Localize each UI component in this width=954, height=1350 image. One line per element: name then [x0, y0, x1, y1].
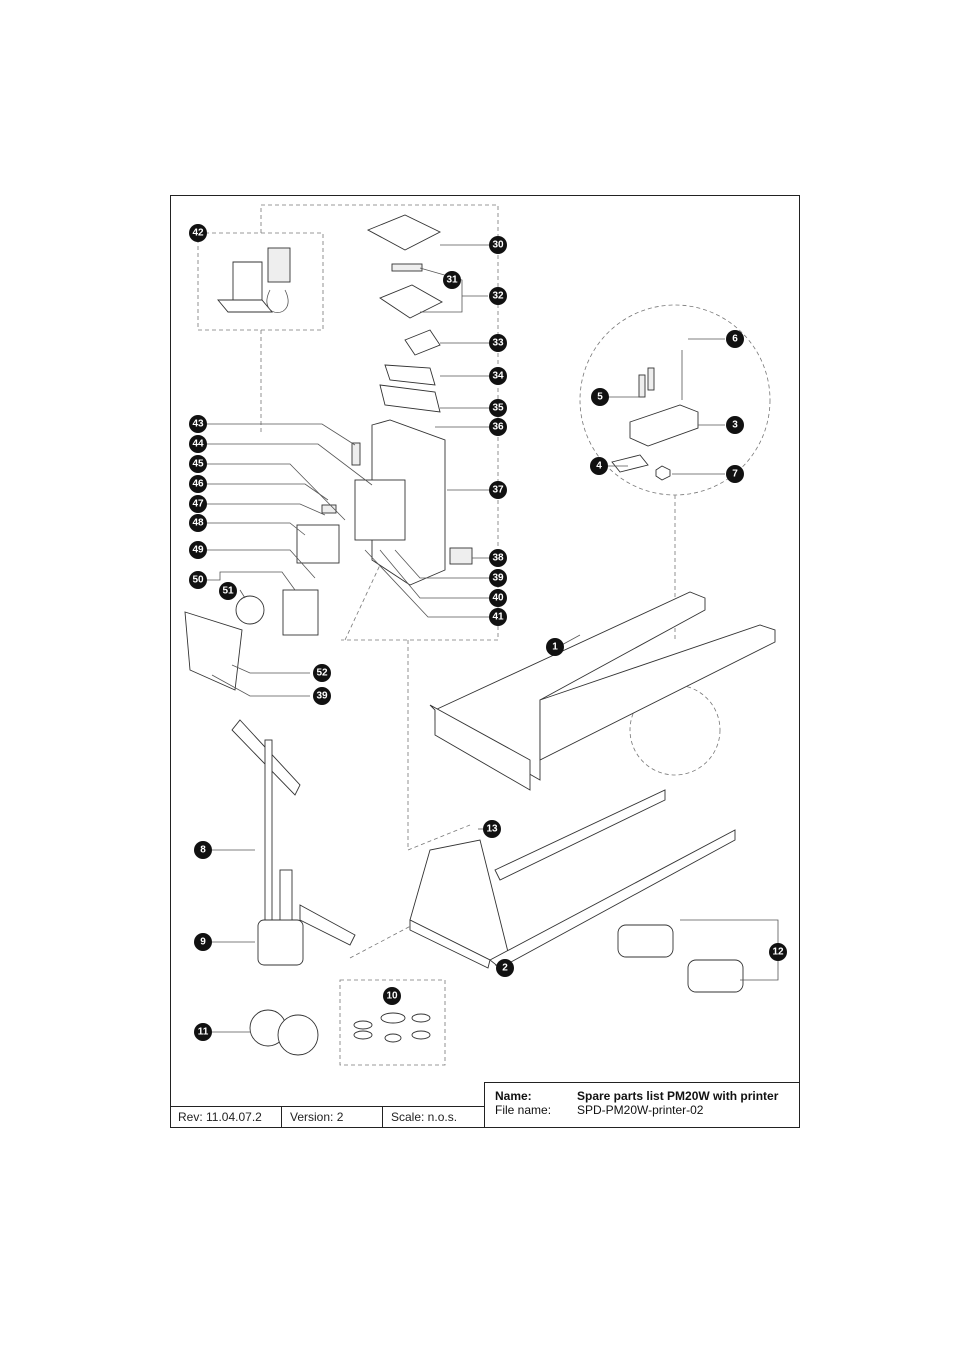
svg-text:13: 13	[486, 824, 498, 835]
callout-52: 52	[313, 664, 331, 682]
svg-text:10: 10	[386, 991, 398, 1002]
svg-text:37: 37	[492, 485, 504, 496]
callout-43: 43	[189, 415, 207, 433]
callout-7: 7	[726, 465, 744, 483]
svg-text:44: 44	[192, 439, 204, 450]
display-stack-illustration	[351, 214, 473, 586]
callout-30: 30	[489, 236, 507, 254]
callout-48: 48	[189, 514, 207, 532]
svg-text:2: 2	[502, 963, 508, 974]
callout-31: 31	[443, 271, 461, 289]
callout-12: 12	[769, 943, 787, 961]
svg-text:38: 38	[492, 553, 504, 564]
callout-42: 42	[189, 224, 207, 242]
load-wheels-illustration	[617, 924, 744, 993]
name-value: Spare parts list PM20W with printer	[577, 1089, 779, 1103]
callout-49: 49	[189, 541, 207, 559]
svg-text:31: 31	[446, 275, 458, 286]
svg-text:45: 45	[192, 459, 204, 470]
callout-36: 36	[489, 418, 507, 436]
svg-text:42: 42	[192, 228, 204, 239]
svg-text:3: 3	[732, 420, 738, 431]
svg-text:11: 11	[198, 1027, 209, 1038]
callout-40: 40	[489, 589, 507, 607]
svg-text:39: 39	[316, 691, 328, 702]
svg-text:48: 48	[192, 518, 204, 529]
svg-text:1: 1	[552, 642, 558, 653]
printer-module-illustration	[184, 504, 340, 691]
callout-33: 33	[489, 334, 507, 352]
callout-5: 5	[591, 388, 609, 406]
assembly-guides	[197, 204, 771, 1066]
svg-text:34: 34	[492, 371, 504, 382]
svg-text:7: 7	[732, 469, 738, 480]
callout-6: 6	[726, 330, 744, 348]
svg-text:39: 39	[492, 573, 504, 584]
load-cell-illustration	[611, 350, 699, 481]
svg-text:33: 33	[492, 338, 504, 349]
seal-kit-illustration	[353, 1012, 431, 1043]
callout-35: 35	[489, 399, 507, 417]
callout-32: 32	[489, 287, 507, 305]
version-field: Version: 2	[282, 1107, 383, 1128]
callout-10: 10	[383, 987, 401, 1005]
callout-9: 9	[194, 933, 212, 951]
handle-illustration	[231, 719, 356, 1056]
file-name-label: File name:	[495, 1103, 552, 1117]
svg-text:52: 52	[316, 668, 328, 679]
callout-13: 13	[483, 820, 501, 838]
svg-text:41: 41	[492, 612, 504, 623]
callout-45: 45	[189, 455, 207, 473]
callout-39-bottom: 39	[313, 687, 331, 705]
fork-frame-illustration	[429, 591, 776, 791]
svg-text:32: 32	[492, 291, 504, 302]
callout-50: 50	[189, 571, 207, 589]
callout-37: 37	[489, 481, 507, 499]
callout-46: 46	[189, 475, 207, 493]
svg-text:12: 12	[772, 947, 784, 958]
callout-38: 38	[489, 549, 507, 567]
svg-text:6: 6	[732, 334, 738, 345]
callout-3: 3	[726, 416, 744, 434]
callout-2: 2	[496, 959, 514, 977]
callout-11: 11	[194, 1023, 212, 1041]
title-row-divider	[170, 1106, 485, 1107]
callout-47: 47	[189, 495, 207, 513]
svg-text:51: 51	[222, 586, 234, 597]
callout-4: 4	[590, 457, 608, 475]
name-label: Name:	[495, 1089, 532, 1103]
svg-text:46: 46	[192, 479, 204, 490]
file-name-value: SPD-PM20W-printer-02	[577, 1103, 704, 1117]
svg-text:40: 40	[492, 593, 504, 604]
scale-field: Scale: n.o.s.	[391, 1110, 458, 1124]
power-adapter-illustration	[217, 247, 291, 313]
callout-8: 8	[194, 841, 212, 859]
title-block: Name: Spare parts list PM20W with printe…	[484, 1082, 800, 1128]
callout-34: 34	[489, 367, 507, 385]
svg-text:50: 50	[192, 575, 204, 586]
revision-field: Rev: 11.04.07.2	[170, 1107, 282, 1128]
svg-text:9: 9	[200, 937, 206, 948]
svg-text:36: 36	[492, 422, 504, 433]
svg-text:8: 8	[200, 845, 206, 856]
svg-text:5: 5	[597, 392, 603, 403]
svg-text:35: 35	[492, 403, 504, 414]
svg-text:30: 30	[492, 240, 504, 251]
svg-text:43: 43	[192, 419, 204, 430]
callout-39: 39	[489, 569, 507, 587]
svg-text:4: 4	[596, 461, 602, 472]
svg-text:47: 47	[192, 499, 204, 510]
chassis-illustration	[409, 789, 736, 969]
callout-51: 51	[219, 582, 237, 600]
callout-1: 1	[546, 638, 564, 656]
svg-text:49: 49	[192, 545, 204, 556]
callout-41: 41	[489, 608, 507, 626]
callout-44: 44	[189, 435, 207, 453]
